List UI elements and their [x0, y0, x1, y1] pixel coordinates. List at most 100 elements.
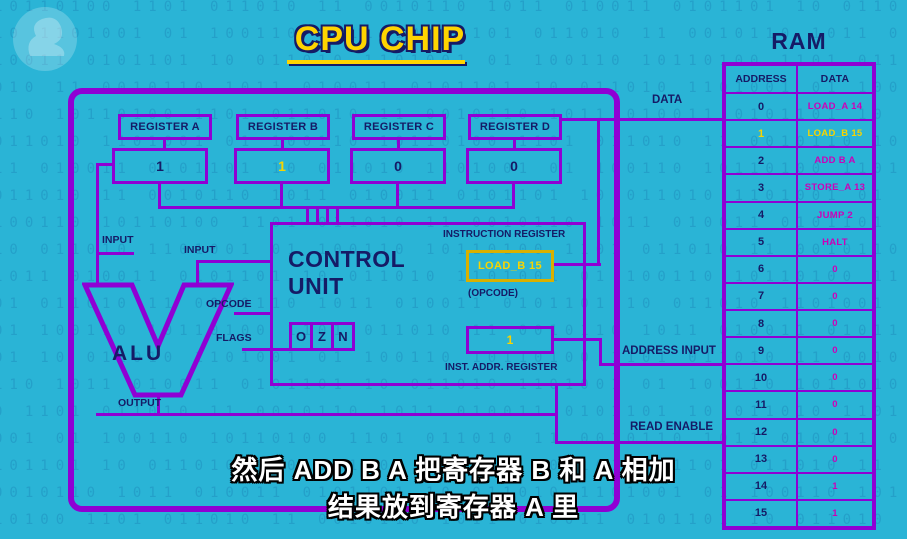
ram-row: 5 HALT: [726, 227, 872, 255]
ram-data-cell: 0: [832, 426, 838, 438]
ram-row: 10 0: [726, 363, 872, 391]
flag-n: N: [331, 322, 355, 351]
register-d-label: REGISTER D: [468, 114, 562, 140]
ram-data-cell: 0: [832, 453, 838, 465]
control-unit-box: [270, 222, 586, 386]
address-input-label: ADDRESS INPUT: [622, 345, 716, 357]
ram-address-cell: 13: [726, 446, 798, 472]
subtitle-line-1: 然后 ADD B A 把寄存器 B 和 A 相加: [231, 455, 676, 485]
address-input-wire: [599, 363, 724, 366]
ram-address-cell: 7: [726, 283, 798, 309]
wire: [554, 263, 601, 266]
ram-data-cell: 0: [832, 372, 838, 384]
alu-input1-wire: [96, 163, 99, 285]
opcode-caption: (OPCODE): [468, 288, 518, 299]
register-b-label: REGISTER B: [236, 114, 330, 140]
ram-data-cell: 0: [832, 345, 838, 357]
register-a-value: 1: [112, 148, 208, 184]
ram-row: 0 LOAD_A 14: [726, 92, 872, 120]
ram-data-cell: 0: [832, 290, 838, 302]
ram-data-cell: STORE_A 13: [804, 182, 866, 194]
ram-row: 14 1: [726, 471, 872, 499]
ram-data-cell: LOAD_B 15: [807, 128, 863, 140]
ram-row: 1 LOAD_B 15: [726, 119, 872, 147]
wire: [306, 206, 309, 224]
wire: [96, 163, 114, 166]
ram-address-header: ADDRESS: [726, 66, 798, 92]
alu-input2-label: INPUT: [184, 244, 216, 256]
inst-addr-register-value: 1: [466, 326, 554, 354]
ram-data-cell: JUMP 2: [817, 209, 853, 221]
wire: [336, 206, 339, 224]
ram-address-cell: 8: [726, 311, 798, 337]
page-title: CPU CHIP: [294, 20, 466, 58]
flag-boxes: O Z N: [289, 322, 355, 351]
ram-data-cell: 1: [832, 507, 838, 519]
read-enable-label: READ ENABLE: [630, 421, 714, 433]
ram-address-cell: 12: [726, 419, 798, 445]
ram-row: 7 0: [726, 281, 872, 309]
ram-address-cell: 1: [726, 121, 798, 147]
ram-row: 8 0: [726, 309, 872, 337]
wire: [396, 184, 399, 208]
cpu-chip-outline: [68, 88, 620, 512]
ram-data-cell: LOAD_A 14: [807, 101, 863, 113]
alu-label: ALU: [112, 342, 165, 365]
data-bus-label: DATA: [652, 94, 683, 106]
ram-address-cell: 9: [726, 338, 798, 364]
wire: [512, 184, 515, 208]
alu-input2-wire: [196, 260, 272, 263]
wire: [599, 338, 602, 366]
ram-address-cell: 4: [726, 202, 798, 228]
title-underline: [287, 60, 465, 64]
ram-row: 6 0: [726, 254, 872, 282]
ram-data-cell: ADD B A: [814, 155, 856, 167]
register-b-value: 1: [234, 148, 330, 184]
ram-address-cell: 15: [726, 500, 798, 526]
wire: [326, 206, 329, 224]
register-a-label: REGISTER A: [118, 114, 212, 140]
output-wire: [96, 413, 558, 416]
wire: [158, 184, 161, 208]
wire: [163, 138, 166, 150]
subtitle-line-2: 结果放到寄存器 A 里: [327, 492, 580, 522]
ram-address-cell: 6: [726, 256, 798, 282]
register-c-label: REGISTER C: [352, 114, 446, 140]
ram-row: 12 0: [726, 417, 872, 445]
read-enable-wire: [555, 441, 724, 444]
ram-row: 11 0: [726, 390, 872, 418]
wire: [397, 138, 400, 150]
alu-v-shape: [82, 282, 234, 398]
wire: [513, 138, 516, 150]
ram-data-cell: 0: [832, 318, 838, 330]
alu-input1-label: INPUT: [102, 234, 134, 246]
ram-row: 2 ADD B A: [726, 146, 872, 174]
alu-flags-label: FLAGS: [216, 332, 252, 344]
ram-address-cell: 3: [726, 175, 798, 201]
wire: [280, 184, 283, 208]
wire: [597, 118, 600, 266]
data-bus-wire: [562, 118, 724, 121]
ram-row: 13 0: [726, 444, 872, 472]
wire: [98, 252, 134, 255]
register-c-value: 0: [350, 148, 446, 184]
ram-header-row: ADDRESS DATA: [726, 66, 872, 92]
ram-row: 9 0: [726, 336, 872, 364]
wire: [555, 384, 558, 444]
ram-row: 15 1: [726, 498, 872, 526]
ram-address-cell: 10: [726, 365, 798, 391]
ram-address-cell: 11: [726, 392, 798, 418]
instruction-register-label: INSTRUCTION REGISTER: [443, 229, 566, 240]
wire: [196, 260, 199, 285]
wire: [281, 138, 284, 150]
flags-wire: [242, 348, 290, 351]
alu-opcode-label: OPCODE: [206, 298, 252, 310]
opcode-wire: [234, 312, 272, 315]
ram-address-cell: 2: [726, 148, 798, 174]
ram-title: RAM: [771, 28, 827, 54]
ram-row: 3 STORE_A 13: [726, 173, 872, 201]
wire: [157, 396, 160, 416]
ram-data-cell: 0: [832, 399, 838, 411]
ram-data-header: DATA: [820, 73, 850, 85]
